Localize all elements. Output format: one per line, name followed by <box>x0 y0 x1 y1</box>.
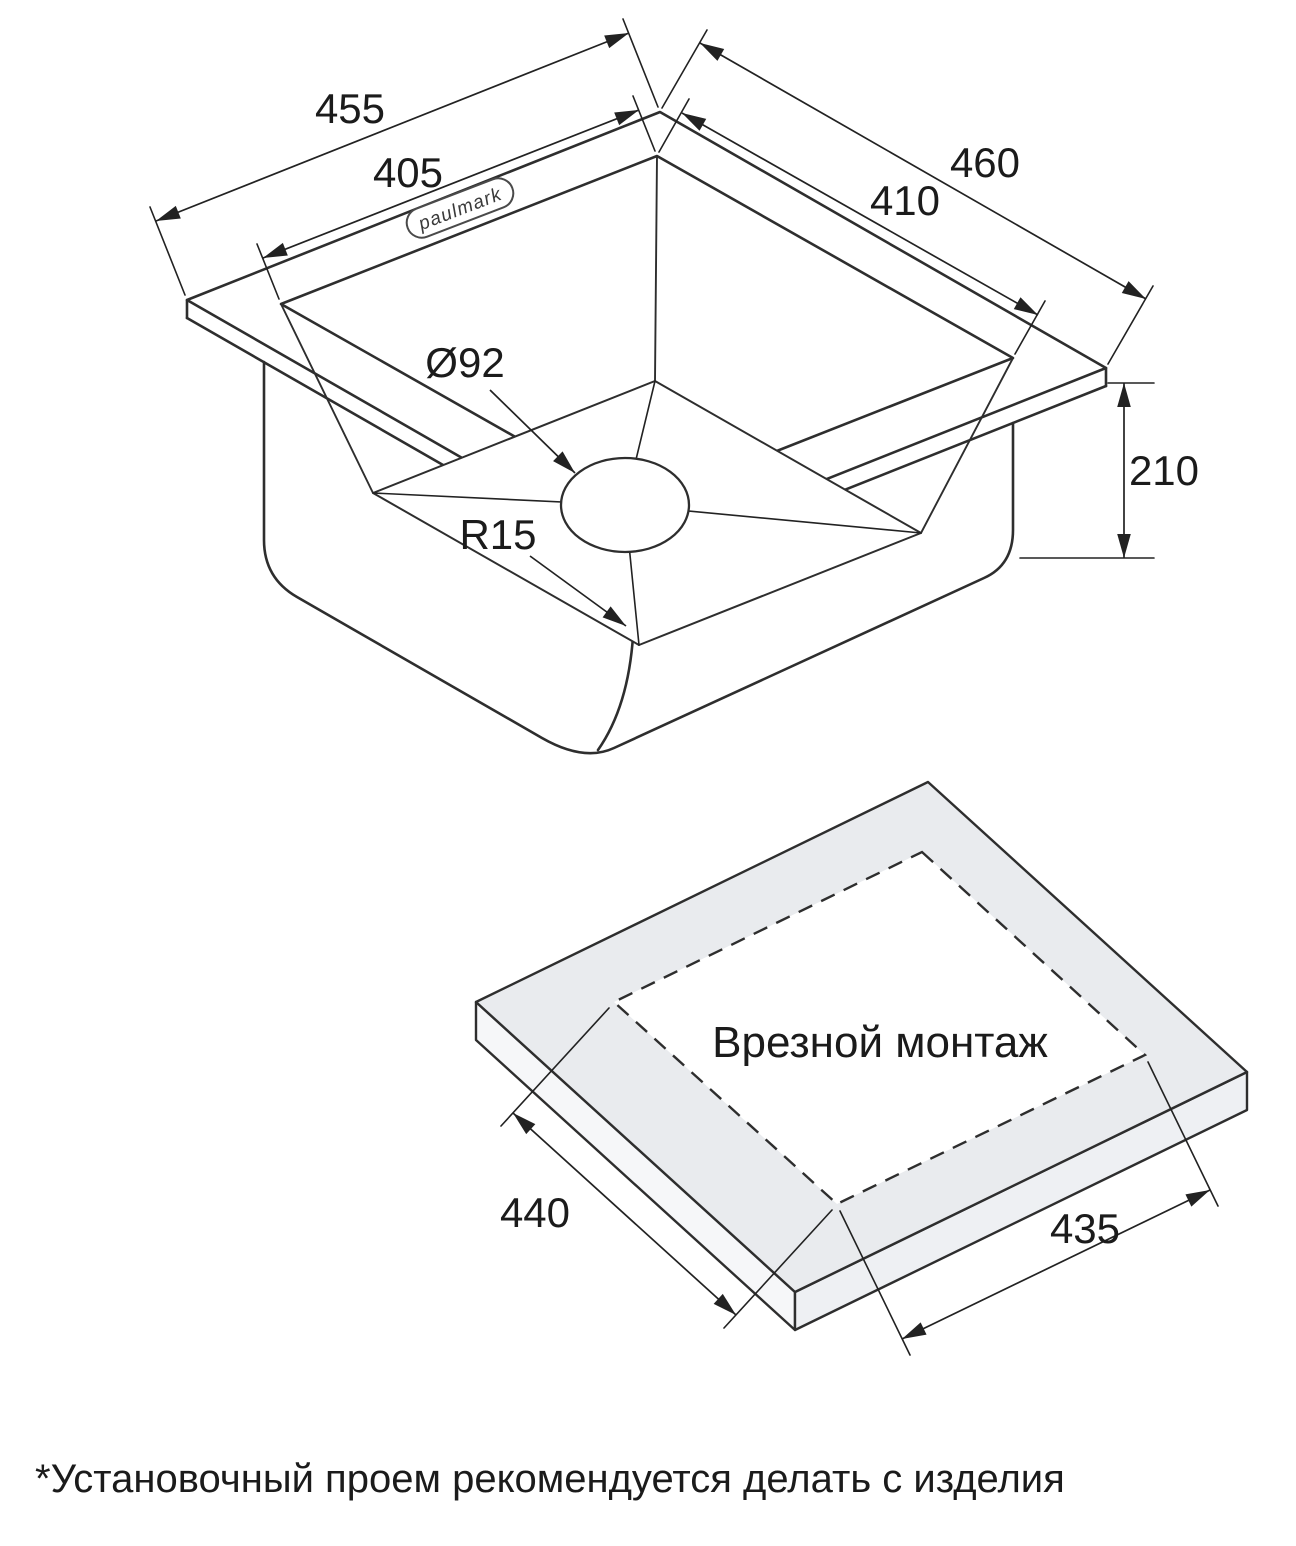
dim-cutout-depth-label: 435 <box>1050 1205 1120 1252</box>
dim-height: 210 <box>1019 382 1199 559</box>
bowl-wall-edge-left <box>280 303 374 494</box>
sink-dimensions: 455 405 460 410 210 <box>149 18 1199 627</box>
dim-460-ext-right <box>1107 285 1154 365</box>
dim-410-ext-left <box>658 98 690 153</box>
mount-type-label: Врезной монтаж <box>712 1018 1048 1067</box>
dim-outer-width-label: 455 <box>315 85 385 132</box>
dim-435-line <box>901 1189 1211 1340</box>
dim-440-line <box>512 1112 737 1316</box>
bowl-wall-edge-back <box>654 155 658 382</box>
dim-drain: Ø92 <box>425 339 576 474</box>
dim-inner-depth-label: 410 <box>870 177 940 224</box>
dim-corner-radius: R15 <box>459 511 627 627</box>
dim-drain-label: Ø92 <box>425 339 504 386</box>
dim-435-ext-left <box>839 1210 911 1356</box>
dim-corner-radius-label: R15 <box>459 511 536 558</box>
dim-410-ext-right <box>1014 300 1046 355</box>
sink-body-outline <box>262 360 1015 755</box>
dim-cutout-depth: 435 <box>839 1061 1219 1356</box>
dim-405-ext-left <box>256 243 280 300</box>
dim-height-label: 210 <box>1129 447 1199 494</box>
footnote-text: *Установочный проем рекомендуется делать… <box>35 1457 1065 1501</box>
dim-inner-width: 405 <box>256 95 656 300</box>
dim-outer-depth-label: 460 <box>950 139 1020 186</box>
dim-455-ext-right <box>622 18 659 108</box>
bowl-wall-edge-right <box>920 357 1014 534</box>
dim-460-ext-left <box>661 29 708 109</box>
dim-410-line <box>681 112 1039 316</box>
dim-405-line <box>262 109 640 259</box>
cutout-dashed-outline <box>611 850 1148 1206</box>
dim-440-ext-top <box>500 1007 610 1127</box>
cutout-drawing: Врезной монтаж 440 435 <box>474 780 1249 1356</box>
dim-435-ext-right <box>1147 1061 1219 1207</box>
dim-455-ext-left <box>149 206 186 296</box>
dim-inner-width-label: 405 <box>373 149 443 196</box>
dim-inner-depth: 410 <box>658 98 1046 355</box>
dim-radius-leader <box>529 555 627 627</box>
sink-drawing: paulmark <box>185 110 1108 755</box>
drain-circle <box>559 456 691 554</box>
dim-440-ext-bottom <box>723 1209 833 1329</box>
dim-drain-leader <box>489 389 576 474</box>
dim-cutout-width-label: 440 <box>500 1189 570 1236</box>
dim-405-ext-right <box>632 95 656 152</box>
dim-cutout-width: 440 <box>500 1007 833 1329</box>
